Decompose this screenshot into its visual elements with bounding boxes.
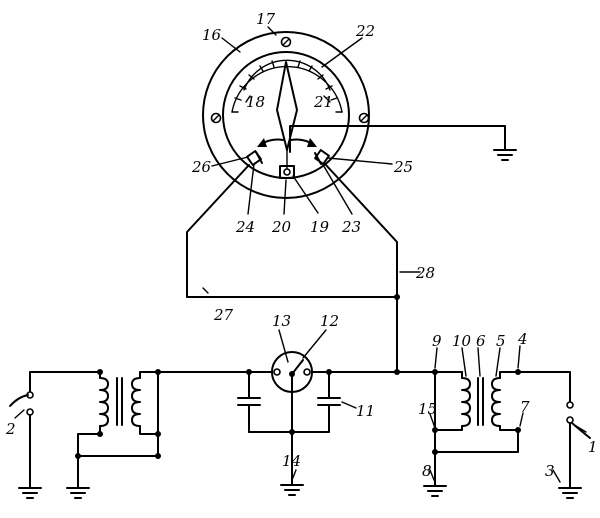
label-25: 25 [393, 158, 413, 176]
label-26: 26 [191, 158, 212, 176]
ground-icon [66, 487, 90, 499]
label-17: 17 [256, 10, 276, 28]
label-24: 24 [235, 218, 255, 236]
lead-28 [325, 164, 398, 372]
ground-icon [280, 484, 304, 496]
meter-leads [186, 164, 421, 372]
ground-icon [558, 487, 582, 499]
label-4: 4 [517, 330, 528, 348]
label-3: 3 [545, 462, 555, 480]
label-16: 16 [202, 26, 222, 44]
pointer-hub [279, 165, 295, 179]
label-15: 15 [418, 400, 437, 418]
label-27: 27 [213, 306, 234, 324]
contact-right [314, 149, 330, 165]
right-transformer [432, 369, 571, 487]
label-2: 2 [5, 420, 16, 438]
ground-icon [423, 485, 447, 497]
label-7: 7 [520, 398, 530, 416]
label-14: 14 [282, 452, 301, 470]
meter-scale-ticks [231, 60, 343, 113]
label-18: 18 [246, 93, 265, 111]
meter [202, 26, 517, 215]
label-21: 21 [313, 93, 333, 111]
screw-icon [358, 112, 370, 124]
capacitor-right [317, 371, 357, 433]
label-28: 28 [415, 264, 435, 282]
arrowhead [257, 138, 267, 147]
screw-icon [280, 36, 292, 48]
selector-switch [271, 329, 327, 393]
label-10: 10 [452, 332, 472, 350]
labels: 16 17 22 18 21 26 25 24 20 19 23 28 27 1… [5, 10, 598, 480]
meter-leader-lines [211, 26, 393, 215]
label-8: 8 [422, 462, 432, 480]
arrowhead [307, 138, 317, 147]
right-leader-lines [14, 345, 587, 483]
label-12: 12 [320, 312, 339, 330]
meter-outer-ring [202, 31, 370, 199]
label-13: 13 [272, 312, 291, 330]
label-22: 22 [355, 22, 375, 40]
contact-1 [566, 401, 591, 489]
capacitor-left [237, 371, 261, 433]
left-transformer [29, 369, 161, 489]
label-19: 19 [310, 218, 330, 236]
label-5: 5 [496, 332, 506, 350]
label-11: 11 [356, 402, 375, 420]
meter-pointer [276, 61, 298, 151]
contact-left [246, 150, 263, 166]
meter-ground-lead [289, 125, 506, 153]
label-23: 23 [341, 218, 361, 236]
label-6: 6 [476, 332, 486, 350]
leader-27 [202, 287, 209, 294]
contact-2 [9, 391, 34, 489]
ground-icon [493, 149, 517, 161]
ground-icon [18, 487, 42, 499]
lead-27 [186, 164, 398, 298]
label-20: 20 [271, 218, 292, 236]
screw-icon [210, 112, 222, 124]
label-9: 9 [432, 332, 442, 350]
label-1: 1 [588, 438, 598, 456]
